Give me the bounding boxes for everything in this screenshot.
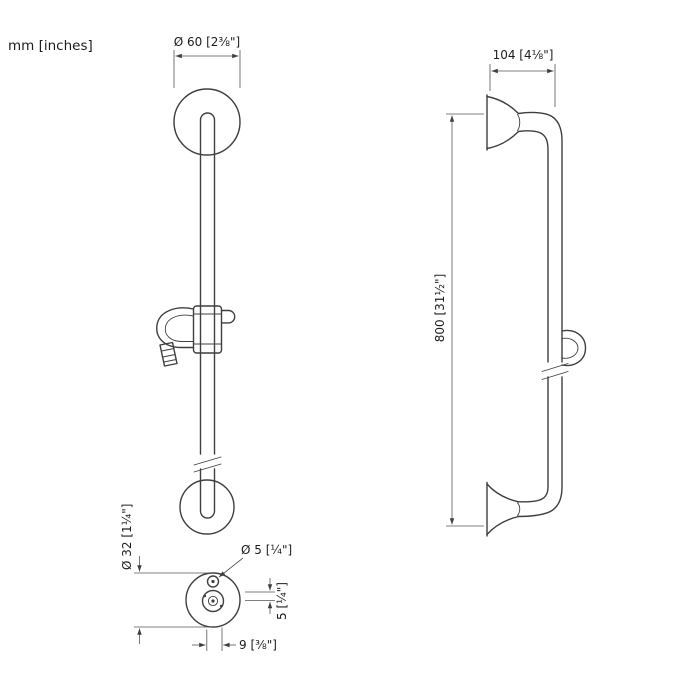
bottom-flange xyxy=(179,479,235,535)
extension-lines xyxy=(134,572,213,628)
dim-flange-diameter-label: Ø 60 [2⅜"] xyxy=(174,35,241,49)
handshower-holder xyxy=(156,307,195,367)
dim-screw-offset: 5 [¼"] xyxy=(245,578,289,620)
bracket-dot-left xyxy=(203,594,207,598)
dim-flange-diameter: Ø 60 [2⅜"] xyxy=(173,35,241,88)
dim-screw-offset-label: 5 [¼"] xyxy=(275,582,289,620)
bottom-bell-lower xyxy=(486,515,520,536)
bracket-center-dot xyxy=(211,599,215,603)
holder-side-outer xyxy=(561,329,587,367)
rail-inner-lower xyxy=(517,376,549,503)
top-flange xyxy=(173,88,241,156)
bottom-neck-line xyxy=(517,502,521,516)
rail-outer-lower xyxy=(517,376,563,518)
rail-upper xyxy=(199,112,216,455)
top-bell-lower xyxy=(486,130,520,150)
rail-lower xyxy=(199,468,216,519)
slider-detail-lines xyxy=(193,313,222,345)
holder-thread-lines xyxy=(161,348,177,363)
dim-outlet-offset-label: 9 [⅜"] xyxy=(239,638,277,652)
dim-bracket-diameter: Ø 32 [1¼"] xyxy=(120,504,213,644)
dim-screw-diameter: Ø 5 [¼"] xyxy=(218,543,292,578)
bottom-bell-upper xyxy=(486,483,520,503)
extension-lines xyxy=(206,627,223,651)
dim-wall-clearance-label: 104 [4⅛"] xyxy=(493,48,554,62)
bracket-hub-inner xyxy=(207,595,219,607)
side-view xyxy=(486,94,587,537)
units-label: mm [inches] xyxy=(8,38,93,54)
wall-bracket-detail xyxy=(185,572,241,628)
top-neck-line xyxy=(517,114,521,131)
holder-side-inner xyxy=(561,337,579,359)
rail-outer-upper xyxy=(517,111,563,363)
screw-hole xyxy=(206,575,220,588)
holder-inner xyxy=(164,314,194,342)
dim-rail-length-label: 800 [31½"] xyxy=(433,274,447,343)
rail-inner-upper xyxy=(517,130,549,363)
rail-break-icon xyxy=(193,456,222,473)
front-view xyxy=(156,88,241,628)
holder-thread xyxy=(159,341,178,367)
dim-rail-length: 800 [31½"] xyxy=(433,113,484,527)
extension-lines xyxy=(489,64,556,107)
bracket-hub-ring xyxy=(201,589,225,613)
bracket-dot-right xyxy=(219,604,223,608)
extension-lines xyxy=(446,113,484,527)
screw-center-dot xyxy=(211,579,215,584)
slider-knob xyxy=(220,309,236,324)
leader-arrow xyxy=(218,557,244,578)
dim-wall-clearance: 104 [4⅛"] xyxy=(489,48,556,107)
top-bell-upper xyxy=(486,95,520,115)
dim-outlet-offset: 9 [⅜"] xyxy=(192,627,277,652)
slider xyxy=(192,305,236,354)
dim-screw-diameter-label: Ø 5 [¼"] xyxy=(241,543,292,557)
extension-lines xyxy=(245,591,275,601)
slider-body xyxy=(192,305,223,354)
dim-bracket-diameter-label: Ø 32 [1¼"] xyxy=(120,504,134,571)
extension-lines xyxy=(173,50,241,88)
